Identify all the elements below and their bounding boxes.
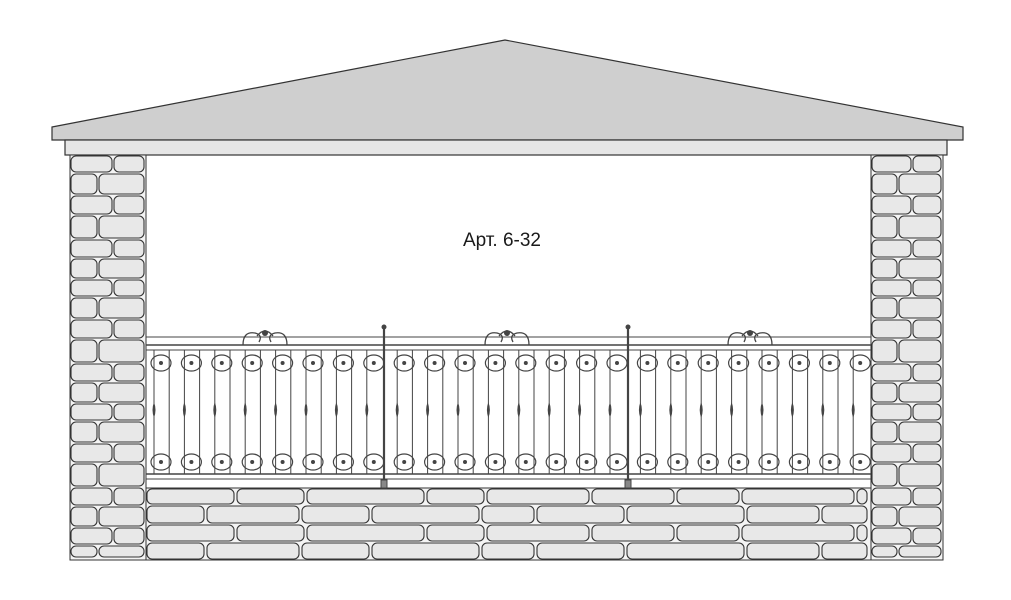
roof: [51, 39, 964, 141]
stone-base-wall: [145, 487, 872, 561]
wrought-iron-railing: [146, 324, 871, 489]
right-stone-pillar: [870, 154, 944, 561]
article-caption: Арт. 6-32: [462, 230, 541, 251]
eave-beam: [64, 139, 948, 156]
left-stone-pillar: [69, 154, 147, 561]
